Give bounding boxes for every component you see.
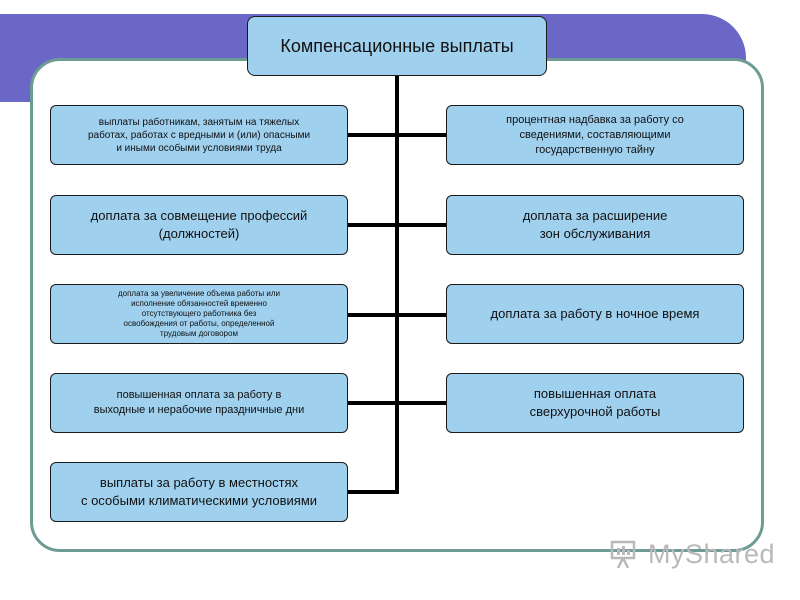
connector-left-3 (348, 313, 397, 317)
left-box-4: повышенная оплата за работу в выходные и… (50, 373, 348, 433)
right-box-2: доплата за расширение зон обслуживания (446, 195, 744, 255)
left-box-4-text: повышенная оплата за работу в выходные и… (93, 389, 305, 416)
right-box-3-text: доплата за работу в ночное время (490, 306, 700, 321)
right-box-4: повышенная оплата сверхурочной работы (446, 373, 744, 433)
connector-left-4 (348, 401, 397, 405)
right-box-3: доплата за работу в ночное время (446, 284, 744, 344)
connector-right-1 (397, 133, 446, 137)
right-box-2-text: доплата за расширение зон обслуживания (522, 208, 668, 241)
diagram-title: Компенсационные выплаты (280, 35, 514, 56)
left-box-1: выплаты работникам, занятым на тяжелых р… (50, 105, 348, 165)
right-box-1-text: процентная надбавка за работу со сведени… (506, 113, 684, 156)
diagram-title-box: Компенсационные выплаты (247, 16, 547, 76)
left-box-2: доплата за совмещение профессий (должнос… (50, 195, 348, 255)
myshared-watermark: MyShared (608, 536, 775, 572)
presentation-board-icon (610, 540, 636, 569)
connector-left-2 (348, 223, 397, 227)
connector-right-3 (397, 313, 446, 317)
connector-right-2 (397, 223, 446, 227)
left-box-3-text: доплата за увеличение объема работы или … (117, 289, 280, 338)
right-box-4-text: повышенная оплата сверхурочной работы (529, 386, 661, 419)
right-box-1: процентная надбавка за работу со сведени… (446, 105, 744, 165)
left-box-3: доплата за увеличение объема работы или … (50, 284, 348, 344)
connector-left-5 (348, 490, 399, 494)
left-box-5: выплаты за работу в местностях с особыми… (50, 462, 348, 522)
connector-right-4 (397, 401, 446, 405)
left-box-5-text: выплаты за работу в местностях с особыми… (80, 475, 318, 508)
main-trunk-line (395, 76, 399, 494)
watermark-text: MyShared (648, 538, 776, 569)
left-box-2-text: доплата за совмещение профессий (должнос… (90, 208, 308, 241)
left-box-1-text: выплаты работникам, занятым на тяжелых р… (87, 116, 311, 154)
connector-left-1 (348, 133, 397, 137)
